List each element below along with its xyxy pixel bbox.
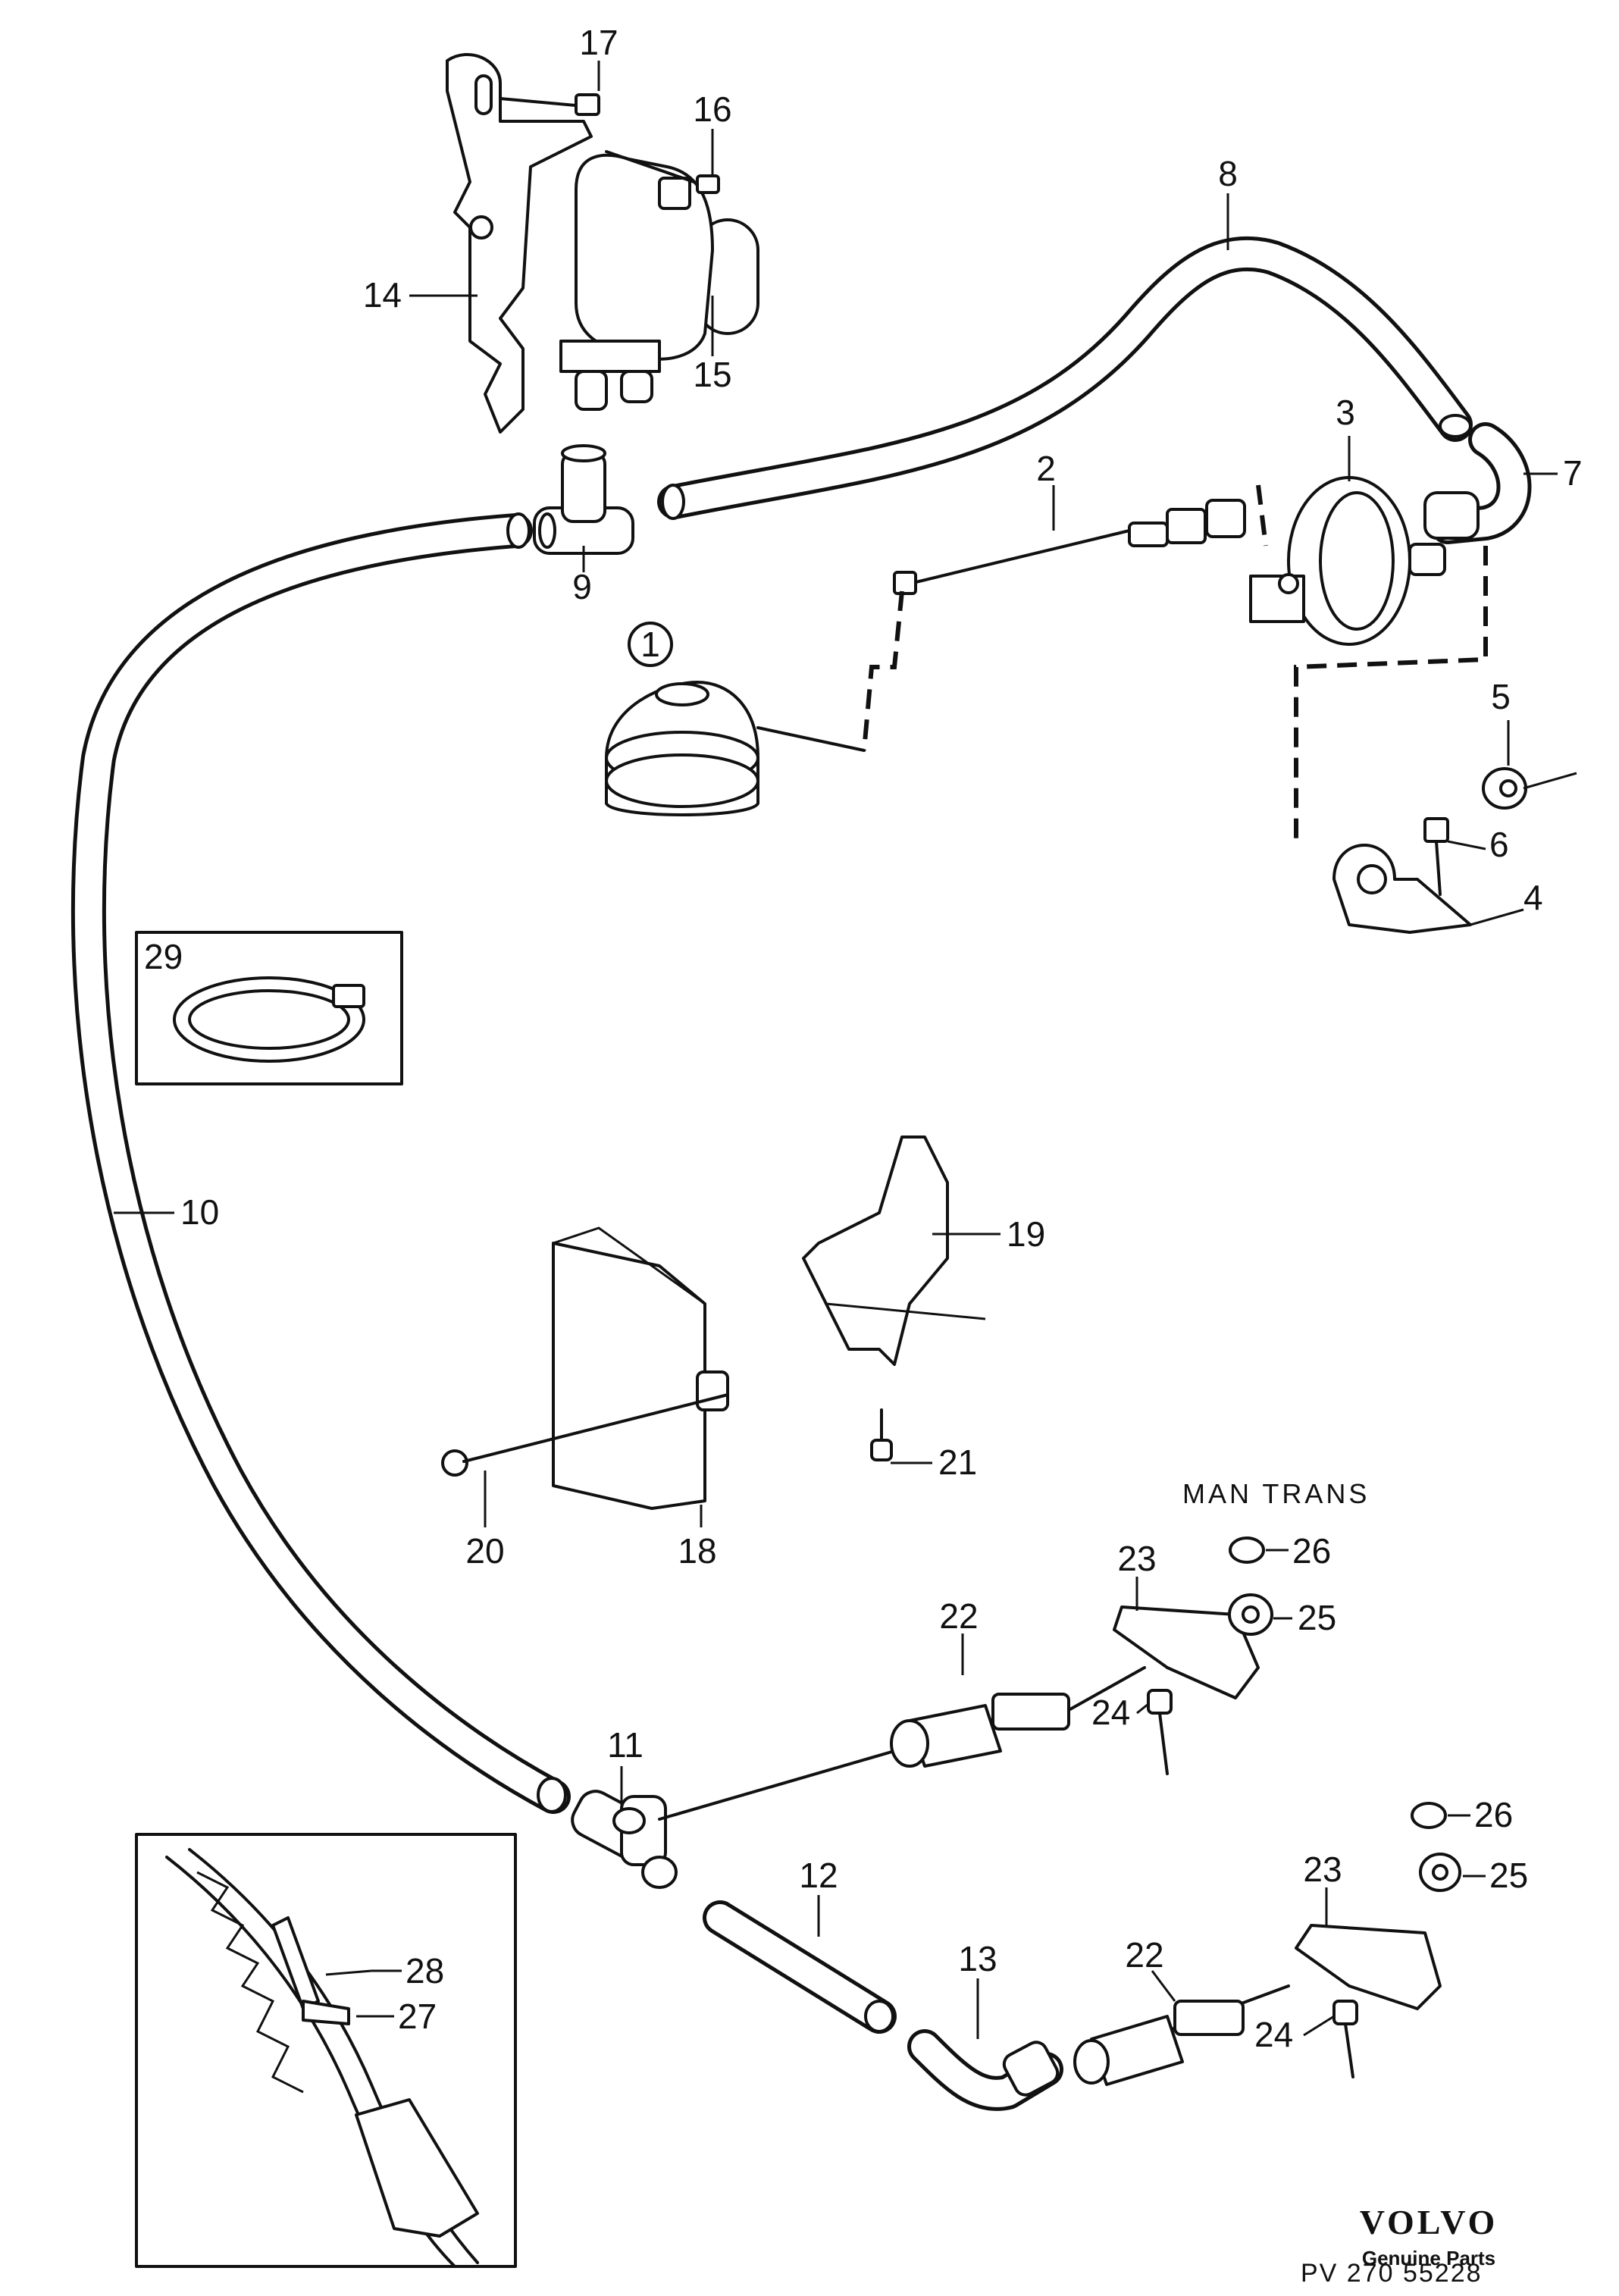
bracket-4 — [1332, 844, 1524, 934]
callout-20: 20 — [465, 1531, 504, 1571]
leader-lines — [114, 61, 1558, 2039]
brand-block: VOLVO Genuine Parts — [1304, 2202, 1554, 2270]
bracket-14 — [446, 52, 593, 434]
callout-3: 3 — [1336, 393, 1355, 432]
callout-13: 13 — [958, 1939, 997, 1978]
callout-25-upper: 25 — [1298, 1598, 1336, 1637]
vacuum-hose-10 — [70, 512, 571, 1814]
inset-29 — [135, 931, 403, 1085]
screw-20 — [441, 1393, 729, 1477]
nut-5 — [1482, 767, 1577, 810]
callout-26-lower: 26 — [1474, 1795, 1513, 1834]
callout-28: 28 — [406, 1951, 444, 1991]
callout-24-upper: 24 — [1091, 1693, 1130, 1732]
callout-6: 6 — [1489, 825, 1509, 864]
callout-10: 10 — [180, 1192, 219, 1232]
callout-9: 9 — [572, 567, 592, 606]
switch-22-upper — [658, 1666, 1146, 1821]
callout-4: 4 — [1523, 878, 1543, 917]
screw-17 — [499, 93, 600, 116]
vacuum-hose-12 — [703, 1900, 897, 2034]
callout-23-lower: 23 — [1303, 1850, 1342, 1889]
rivet-24-lower — [1332, 2000, 1358, 2078]
callout-22-upper: 22 — [939, 1596, 978, 1636]
callout-26-upper: 26 — [1292, 1531, 1331, 1571]
callouts: 1 2 3 4 5 6 7 8 9 10 11 12 13 14 15 16 1… — [144, 23, 1583, 2054]
screw-16 — [605, 150, 720, 194]
control-module-18 — [552, 1226, 729, 1510]
screw-6 — [1423, 817, 1486, 896]
elbow-hose-7 — [1430, 422, 1532, 544]
callout-11: 11 — [607, 1725, 644, 1765]
brand-logo-text: VOLVO — [1359, 2203, 1498, 2241]
callout-8: 8 — [1218, 154, 1238, 193]
t-connector-11 — [571, 1790, 678, 1889]
callout-5: 5 — [1491, 677, 1511, 716]
callout-22-lower: 22 — [1125, 1935, 1163, 1975]
callout-25-lower: 25 — [1489, 1856, 1528, 1895]
callout-29: 29 — [144, 937, 183, 976]
switch-22-lower — [1073, 1984, 1290, 2086]
callout-2: 2 — [1036, 449, 1056, 488]
callout-12: 12 — [799, 1856, 838, 1895]
callout-23-upper: 23 — [1117, 1539, 1156, 1578]
servo-3 — [1249, 476, 1480, 646]
callout-19: 19 — [1007, 1214, 1045, 1254]
rivet-24-upper — [1147, 1689, 1173, 1775]
inset-pedal — [135, 1833, 517, 2268]
grommet-25-lower — [1419, 1853, 1461, 1892]
cable-2 — [893, 499, 1246, 595]
drawing-number: PV 270 55228 — [1301, 2259, 1483, 2288]
callout-24-lower: 24 — [1254, 2015, 1293, 2054]
callout-18: 18 — [678, 1531, 716, 1571]
callout-21: 21 — [938, 1442, 977, 1482]
clip-26-lower — [1411, 1802, 1447, 1829]
callout-7: 7 — [1563, 453, 1583, 493]
bracket-23-lower — [1295, 1924, 1442, 2010]
t-connector-9 — [533, 444, 634, 555]
vacuum-hose-8 — [657, 236, 1473, 520]
actuator-1 — [605, 681, 866, 816]
brand-tagline: Genuine Parts — [1361, 2247, 1496, 2269]
elbow-hose-13 — [907, 2029, 1063, 2111]
dashed-link-2 — [862, 484, 1268, 751]
callout-14: 14 — [363, 275, 402, 315]
callout-27: 27 — [398, 1997, 437, 2036]
grommet-25-upper — [1228, 1593, 1273, 1636]
screw-21 — [870, 1408, 893, 1461]
clip-26-upper — [1229, 1536, 1265, 1564]
callout-15: 15 — [693, 355, 731, 394]
bracket-19 — [802, 1135, 986, 1366]
section-label-man-trans: MAN TRANS — [1182, 1478, 1370, 1509]
callout-1: 1 — [640, 625, 660, 664]
callout-17: 17 — [579, 23, 618, 62]
callout-16: 16 — [693, 89, 731, 129]
